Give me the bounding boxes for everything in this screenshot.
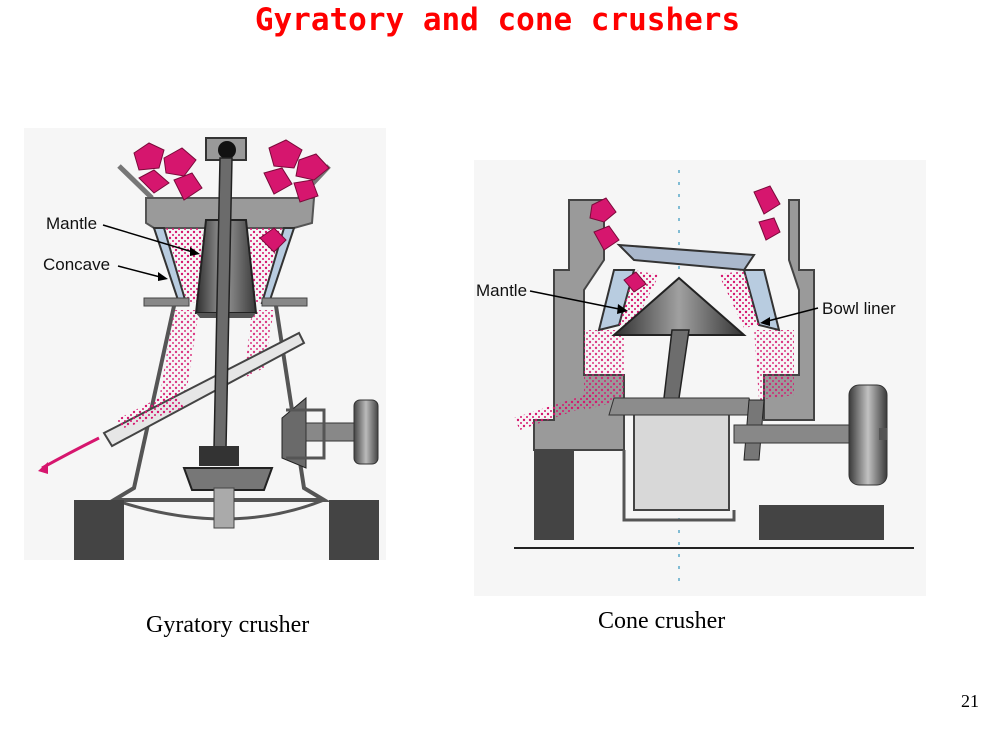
gyratory-crusher-caption: Gyratory crusher	[146, 612, 310, 638]
cone-crusher-caption: Cone crusher	[598, 608, 726, 634]
cone-bowl-liner-label: Bowl liner	[822, 299, 896, 318]
gyratory-mantle-label: Mantle	[46, 214, 97, 233]
slide-title: Gyratory and cone crushers	[254, 2, 741, 38]
cone-mantle-label: Mantle	[476, 281, 527, 300]
gyratory-concave-label: Concave	[43, 255, 110, 274]
gyratory-crusher-illustration: Mantle Concave	[24, 128, 386, 560]
cone-crusher-illustration: Mantle Bowl liner	[474, 160, 926, 596]
page-number: 21	[961, 691, 979, 711]
